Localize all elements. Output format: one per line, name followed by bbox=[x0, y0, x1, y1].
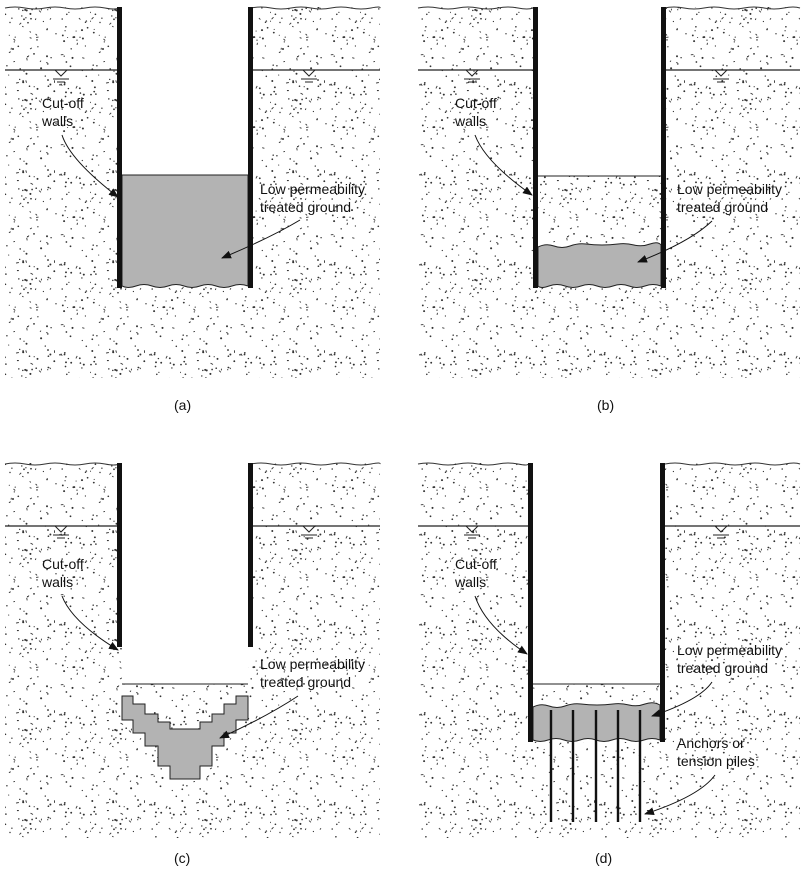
anchors-arrow-d bbox=[644, 774, 716, 816]
ground-right-a bbox=[251, 7, 380, 378]
cutoff-wall-right-c bbox=[248, 463, 253, 647]
treated-arrow-b bbox=[637, 220, 713, 263]
water-table-symbol bbox=[464, 525, 729, 539]
cutoff-arrow-b bbox=[474, 134, 533, 196]
cutoff-wall-left-c bbox=[117, 463, 122, 647]
caption-c: (c) bbox=[174, 850, 190, 866]
cutoff-wall-left-b bbox=[533, 7, 538, 288]
treated-ground-a bbox=[121, 174, 249, 288]
ground-surface-line-c bbox=[4, 462, 381, 466]
water-table-symbol bbox=[464, 69, 729, 83]
cutoff-wall-right-d bbox=[660, 463, 665, 742]
caption-d: (d) bbox=[595, 850, 612, 866]
excavation-void-c bbox=[122, 463, 248, 684]
ground-right-b bbox=[664, 7, 800, 378]
treated-arrow-a bbox=[221, 219, 301, 259]
ground-left-b bbox=[418, 7, 533, 378]
cutoff-wall-right-b bbox=[661, 7, 666, 288]
water-table-symbol bbox=[53, 525, 317, 539]
caption-b: (b) bbox=[597, 397, 614, 413]
caption-a: (a) bbox=[174, 397, 191, 413]
cutoff-arrow-a bbox=[61, 134, 119, 198]
ground-right-d bbox=[665, 463, 800, 838]
water-table-symbol bbox=[53, 69, 317, 83]
treated-ground-c bbox=[121, 695, 249, 780]
ground-left-d bbox=[418, 463, 528, 838]
treated-arrow-c bbox=[219, 695, 299, 739]
ground-surface-line-d bbox=[417, 462, 801, 466]
treated-ground-b bbox=[537, 242, 662, 288]
ground-right-c bbox=[251, 463, 380, 838]
cutoff-wall-left-d bbox=[528, 463, 533, 742]
cutoff-wall-left-a bbox=[117, 7, 122, 288]
anchors bbox=[549, 710, 642, 822]
ground-below-a bbox=[119, 287, 251, 378]
cutoff-arrow-d bbox=[474, 595, 528, 655]
ground-left-c bbox=[5, 463, 119, 838]
soil-plug-d bbox=[533, 684, 660, 704]
ground-surface-line-b bbox=[417, 6, 801, 10]
ground-left-a bbox=[5, 7, 119, 378]
cutoff-arrow-c bbox=[61, 595, 119, 651]
cutoff-wall-right-a bbox=[248, 7, 253, 288]
soil-plug-b bbox=[538, 176, 661, 244]
treated-arrow-d bbox=[651, 681, 713, 717]
ground-below-b bbox=[533, 287, 664, 378]
ground-surface-line-a bbox=[4, 6, 381, 10]
